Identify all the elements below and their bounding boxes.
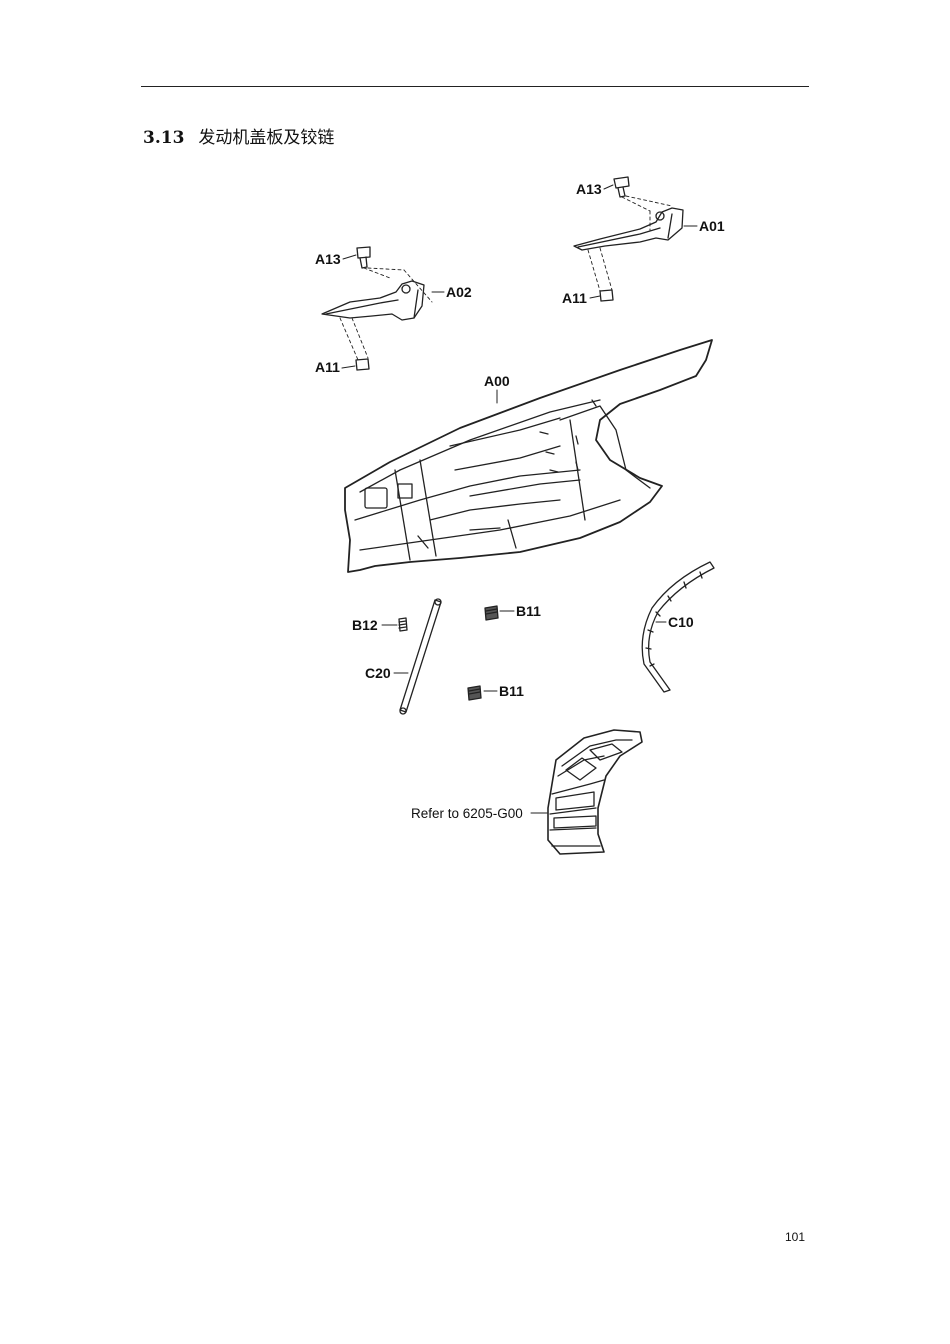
page-number: 101	[785, 1230, 806, 1244]
hinge-a02	[321, 280, 425, 321]
label-b11-bottom: B11	[499, 683, 524, 699]
leader-lines	[341, 184, 698, 814]
support-rod-c20	[399, 598, 442, 715]
label-c20: C20	[365, 665, 391, 681]
section-number: 3.13	[143, 128, 185, 148]
section-title: 发动机盖板及铰链	[198, 128, 335, 148]
label-a13-left: A13	[315, 251, 341, 267]
bolt-a13-left	[356, 246, 371, 269]
label-a00: A00	[484, 373, 510, 389]
bolt-a13-right	[613, 176, 630, 198]
bumper-b11-bottom	[467, 685, 482, 701]
header-rule	[141, 86, 809, 87]
clip-b12	[398, 617, 408, 632]
label-a13-right: A13	[576, 181, 602, 197]
hinge-a01	[573, 207, 684, 251]
label-a11-left: A11	[315, 359, 340, 375]
label-a01: A01	[699, 218, 725, 234]
nut-a11-left	[355, 358, 370, 371]
nut-a11-right	[599, 289, 614, 302]
seal-strip-c10	[641, 561, 715, 693]
insulator-panel	[547, 729, 643, 855]
label-a11-right: A11	[562, 290, 587, 306]
label-a02: A02	[446, 284, 472, 300]
section-heading: 3.13 发动机盖板及铰链	[143, 123, 334, 148]
label-b12: B12	[352, 617, 378, 633]
hood-panel-a00	[344, 339, 713, 573]
label-b11-top: B11	[516, 603, 541, 619]
label-c10: C10	[668, 614, 694, 630]
refer-note: Refer to 6205-G00	[411, 806, 523, 821]
bumper-b11-top	[484, 605, 499, 621]
